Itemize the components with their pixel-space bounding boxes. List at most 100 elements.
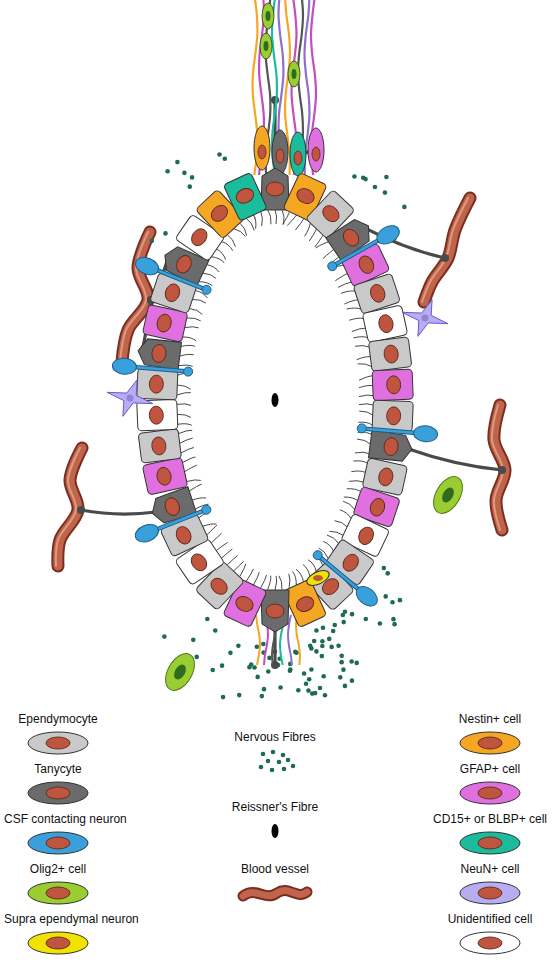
legend-sample (460, 732, 520, 754)
illustration-part (341, 291, 355, 293)
illustration-part (383, 437, 399, 457)
illustration-part (163, 282, 182, 303)
illustration-part (308, 128, 324, 172)
illustration-part (341, 667, 346, 672)
illustration-part (283, 579, 327, 628)
illustration-part (359, 404, 373, 405)
illustration-part (428, 472, 469, 519)
illustration-part (213, 628, 218, 633)
illustration-part (262, 3, 274, 29)
legend-swatch (450, 830, 530, 860)
legend-label: Reissner's Fibre (232, 800, 318, 814)
illustration-part (279, 576, 282, 590)
illustration-part (183, 337, 196, 341)
illustration-part (217, 249, 226, 260)
illustration-part (328, 262, 337, 271)
illustration-part (266, 11, 271, 21)
illustration-part (247, 219, 255, 231)
illustration-part (160, 649, 201, 696)
illustration-part (208, 202, 231, 225)
illustration-part (402, 205, 407, 210)
illustration-part (296, 688, 301, 693)
illustration-part (359, 385, 373, 387)
illustration-part (149, 375, 164, 394)
illustration-part (212, 257, 225, 263)
illustration-part (233, 594, 255, 614)
illustration-part (314, 649, 319, 654)
legend-sample (460, 882, 520, 904)
illustration-part (413, 425, 438, 443)
illustration-part (182, 171, 187, 176)
illustration-part (172, 663, 189, 682)
illustration-part (188, 551, 210, 574)
illustration-part (228, 651, 233, 656)
illustration-part (180, 354, 194, 356)
illustration-part (377, 467, 395, 488)
illustration-part (262, 687, 267, 692)
legend-sample (243, 891, 307, 896)
illustration-part (368, 283, 387, 304)
illustration-part (295, 219, 303, 230)
illustration-part (321, 625, 326, 630)
illustration-part (256, 615, 260, 665)
illustration-part (352, 328, 366, 331)
illustration-part (163, 496, 182, 517)
legend-sample (478, 737, 502, 749)
legend-sample (478, 937, 502, 949)
illustration-part (402, 300, 448, 337)
illustration-part (261, 212, 262, 226)
legend-sample (478, 837, 502, 849)
illustration-part (422, 315, 429, 322)
illustration-part (318, 686, 323, 691)
illustration-part (177, 385, 190, 389)
illustration-part (329, 645, 334, 650)
illustration-part (185, 465, 197, 472)
illustration-part (327, 535, 338, 543)
illustration-part (191, 638, 196, 643)
illustration-part (187, 318, 201, 321)
illustration-part (372, 400, 413, 432)
illustration-part (222, 156, 227, 161)
illustration-part (383, 594, 388, 599)
illustration-part (422, 198, 468, 302)
illustration-part (378, 621, 383, 626)
illustration-part (185, 327, 199, 328)
illustration-part (112, 357, 137, 375)
illustration-part (283, 579, 327, 628)
illustration-part (253, 0, 324, 665)
illustration-part (340, 551, 362, 574)
illustration-part (190, 175, 195, 180)
illustration-part (77, 506, 85, 514)
illustration-part (184, 367, 193, 376)
illustration-part (339, 654, 344, 659)
legend-swatch (235, 880, 315, 910)
illustration-part (392, 622, 397, 627)
legend-sample (277, 760, 282, 765)
illustration-part (372, 369, 413, 401)
illustration-part (149, 406, 164, 425)
illustration-part (347, 489, 361, 492)
illustration-part (266, 604, 284, 618)
illustration-part (177, 392, 191, 395)
illustration-part (194, 655, 199, 660)
legend-sample (478, 787, 502, 799)
legend-sample (261, 752, 266, 757)
illustration-part (341, 620, 346, 625)
legend-sample (272, 824, 279, 838)
illustration-part (272, 130, 288, 174)
illustration-part (357, 424, 366, 433)
illustration-part (288, 615, 292, 665)
illustration-part (266, 182, 284, 196)
legend-swatch (235, 818, 315, 848)
illustration-part (133, 521, 161, 545)
illustration-part (127, 395, 134, 402)
illustration-part (221, 695, 226, 700)
illustration-part (136, 168, 413, 632)
illustration-part (260, 33, 272, 59)
legend-sample (46, 737, 70, 749)
illustration-part (228, 235, 236, 247)
illustration-part (383, 344, 399, 364)
illustration-part (222, 242, 233, 251)
legend-label: Nestin+ cell (459, 712, 521, 726)
